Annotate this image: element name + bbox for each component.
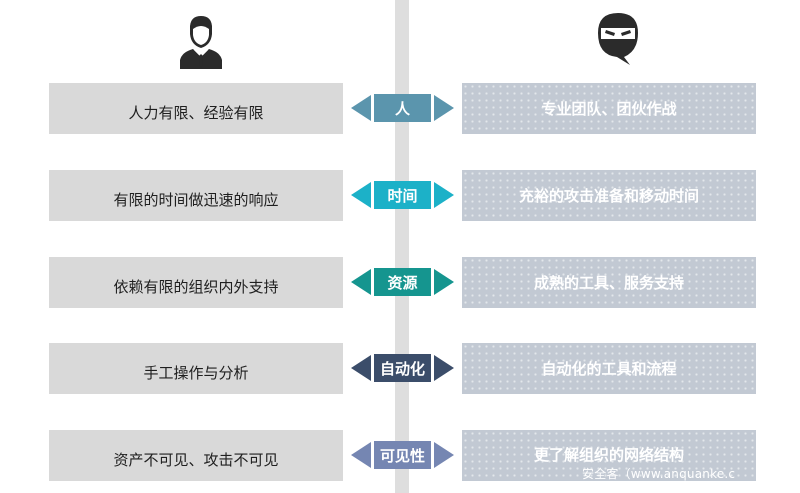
arrow-right-icon: [434, 355, 454, 381]
arrow-right-icon: [434, 442, 454, 468]
dimension-automation: 自动化: [351, 354, 454, 382]
arrow-right-icon: [434, 269, 454, 295]
dimension-label: 可见性: [374, 441, 431, 469]
dimension-label: 人: [374, 94, 431, 122]
arrow-left-icon: [351, 269, 371, 295]
arrow-right-icon: [434, 95, 454, 121]
defender-limitation-visibility: 资产不可见、攻击不可见: [49, 430, 343, 481]
attacker-advantage-visibility: 更了解组织的网络结构: [462, 430, 756, 481]
dimension-label: 资源: [374, 268, 431, 296]
arrow-left-icon: [351, 182, 371, 208]
arrow-left-icon: [351, 442, 371, 468]
defender-limitation-automation: 手工操作与分析: [49, 343, 343, 394]
attacker-advantage-time: 充裕的攻击准备和移动时间: [462, 170, 756, 221]
defender-limitation-time: 有限的时间做迅速的响应: [49, 170, 343, 221]
defender-limitation-resources: 依赖有限的组织内外支持: [49, 257, 343, 308]
attacker-advantage-people: 专业团队、团伙作战: [462, 83, 756, 134]
arrow-left-icon: [351, 355, 371, 381]
attacker-advantage-resources: 成熟的工具、服务支持: [462, 257, 756, 308]
dimension-visibility: 可见性: [351, 441, 454, 469]
center-divider: [395, 0, 409, 493]
arrow-left-icon: [351, 95, 371, 121]
dimension-label: 自动化: [374, 354, 431, 382]
watermark: 安全客（www.anquanke.c: [582, 467, 736, 481]
dimension-time: 时间: [351, 181, 454, 209]
hacker-icon: [595, 10, 641, 66]
businessman-icon: [178, 14, 224, 69]
defender-limitation-people: 人力有限、经验有限: [49, 83, 343, 134]
attacker-advantage-automation: 自动化的工具和流程: [462, 343, 756, 394]
arrow-right-icon: [434, 182, 454, 208]
dimension-resources: 资源: [351, 268, 454, 296]
dimension-label: 时间: [374, 181, 431, 209]
dimension-people: 人: [351, 94, 454, 122]
